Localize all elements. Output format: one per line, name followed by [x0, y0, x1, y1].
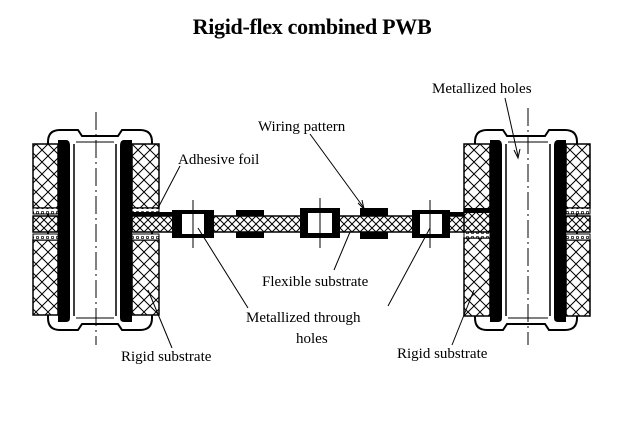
wiring-pattern-pad [236, 232, 264, 238]
label-metallized-holes: Metallized holes [432, 81, 532, 97]
left-rigid-section [32, 112, 160, 345]
left-hole-plating-left [58, 140, 70, 322]
flex-through-hole-2 [300, 198, 340, 248]
leader-adhesive-foil [157, 165, 181, 209]
right-rigid-substrate-inner-top [463, 143, 491, 213]
label-adhesive-foil: Adhesive foil [178, 152, 259, 168]
right-adhesive-layer [565, 207, 591, 215]
left-adhesive-layer [131, 233, 160, 241]
wiring-pattern-pad [236, 210, 264, 216]
leader-rigid-substrate-right [451, 289, 475, 346]
right-rigid-section [463, 108, 591, 345]
wiring-pattern-pad [360, 208, 388, 216]
diagram-title: Rigid-flex combined PWB [192, 14, 432, 39]
left-rigid-substrate-inner-top [131, 143, 160, 209]
leader-through-hole-right [387, 227, 431, 307]
flex-section [131, 198, 473, 248]
right-adhesive-layer [565, 233, 591, 241]
leader-wiring-pattern [309, 133, 365, 209]
right-hole-plating-left [490, 140, 502, 322]
flex-through-hole-1 [172, 200, 214, 248]
left-rigid-substrate-outer-bottom [32, 239, 59, 316]
flex-through-hole-3 [412, 200, 450, 248]
left-rigid-substrate-outer-top [32, 143, 59, 209]
leader-flexible-substrate [333, 231, 351, 271]
left-adhesive-layer [32, 207, 59, 215]
label-metallized-through-holes-line1: Metallized through [246, 310, 361, 326]
leader-through-hole-left [197, 227, 249, 309]
leader-metallized-holes [504, 97, 519, 157]
right-rigid-substrate-outer-bottom [565, 239, 591, 317]
wiring-pattern-pad [360, 232, 388, 239]
label-wiring-pattern: Wiring pattern [258, 119, 346, 135]
right-adhesive-layer [463, 231, 491, 239]
left-flex-in-rigid [32, 215, 59, 233]
label-rigid-substrate-left: Rigid substrate [121, 349, 212, 365]
label-flexible-substrate: Flexible substrate [262, 274, 369, 290]
right-rigid-substrate-outer-top [565, 143, 591, 209]
left-rigid-substrate-inner-bottom [131, 239, 160, 316]
left-hole-plating-right [120, 140, 132, 322]
labels: Metallized holes Wiring pattern Adhesive… [121, 81, 532, 365]
label-rigid-substrate-right: Rigid substrate [397, 346, 488, 362]
leader-rigid-substrate-left [147, 289, 173, 349]
right-flex-in-rigid [565, 215, 591, 233]
leader-lines [147, 97, 521, 349]
left-adhesive-layer [32, 233, 59, 241]
label-metallized-through-holes-line2: holes [296, 331, 328, 347]
right-hole-plating-right [554, 140, 566, 322]
